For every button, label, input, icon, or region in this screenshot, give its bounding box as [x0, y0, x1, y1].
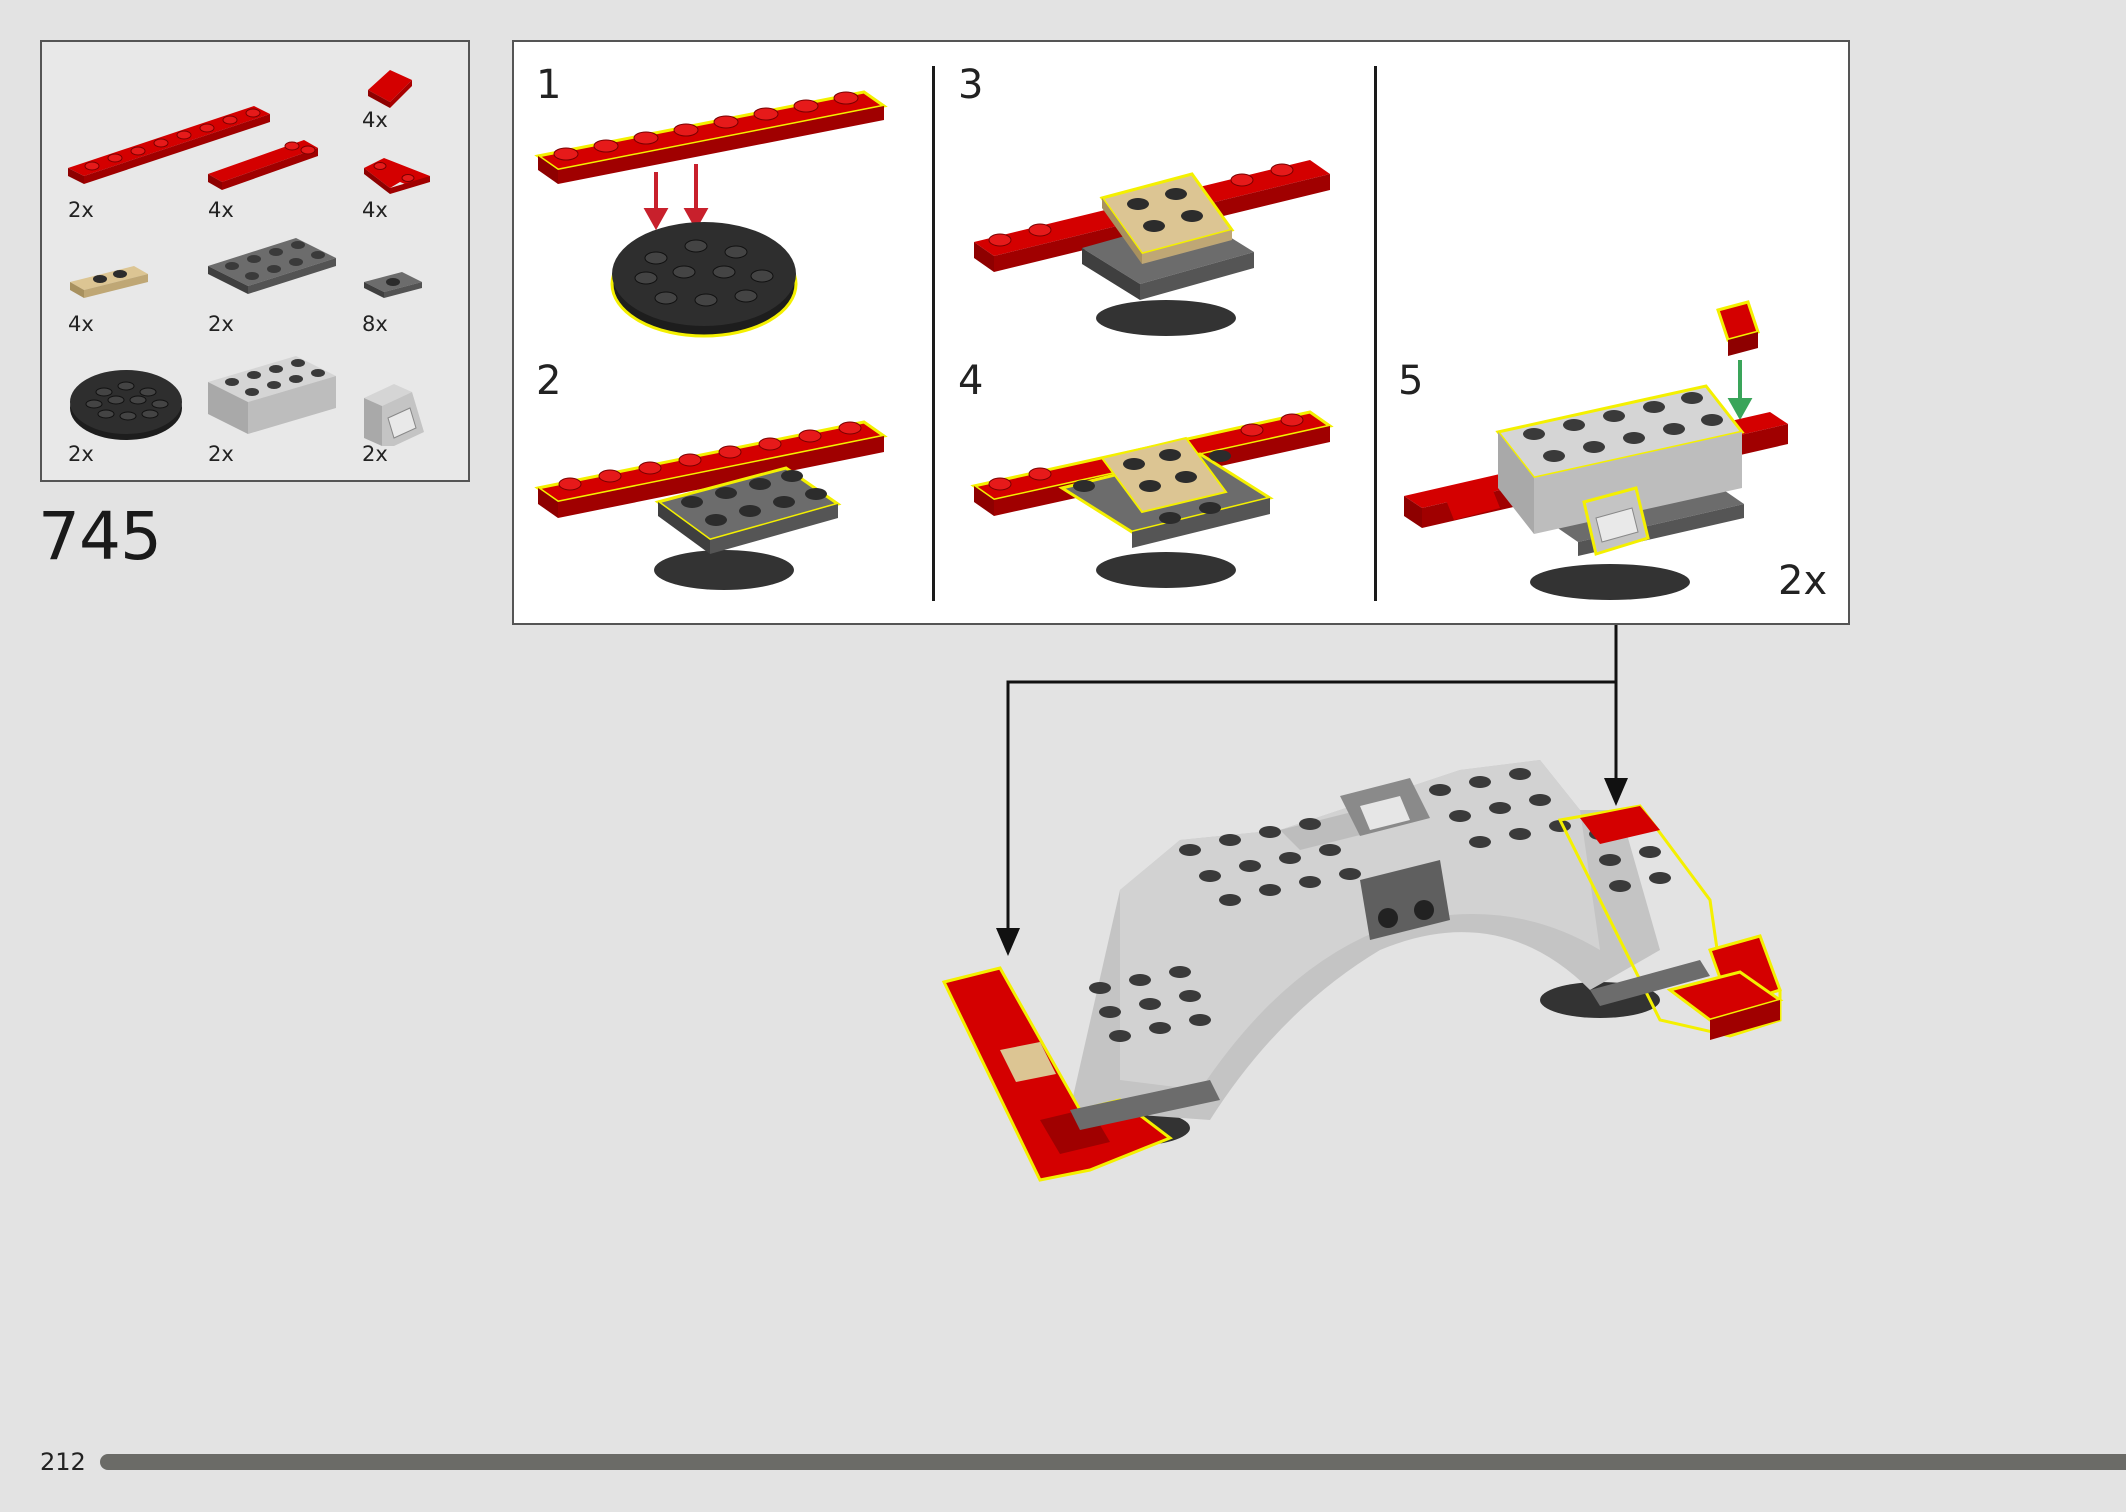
main-assembly-illustration — [941, 760, 1784, 1182]
substep-1-illustration — [534, 90, 888, 338]
step-number: 745 — [38, 498, 162, 575]
part-qty: 2x — [68, 442, 94, 466]
part-qty: 2x — [68, 198, 94, 222]
part-qty: 4x — [68, 312, 94, 336]
part-qty: 4x — [208, 198, 234, 222]
tan-jumper-plate-icon — [70, 266, 148, 298]
light-gray-brick-icon — [208, 356, 336, 434]
substep-5-illustration — [1404, 300, 1788, 600]
red-corner-plate-icon — [364, 158, 430, 194]
black-round-plate-icon — [70, 370, 182, 440]
substep-label: 5 — [1398, 358, 1424, 404]
substep-multiplier: 2x — [1778, 558, 1828, 604]
red-long-plate-icon — [68, 106, 270, 184]
dark-gray-plate-icon — [208, 238, 336, 294]
progress-bar — [100, 1454, 2126, 1470]
part-qty: 4x — [362, 108, 388, 132]
substep-divider — [1374, 66, 1377, 601]
page-number: 212 — [40, 1448, 86, 1476]
substep-divider — [932, 66, 935, 601]
substep-2-illustration — [534, 420, 888, 590]
red-slope-icon — [368, 70, 412, 108]
light-gray-windscreen-icon — [364, 384, 424, 446]
substep-label: 3 — [958, 62, 984, 108]
part-qty: 2x — [208, 312, 234, 336]
substep-4-illustration — [970, 410, 1334, 588]
substep-label: 1 — [536, 62, 562, 108]
dark-gray-jumper-icon — [364, 272, 422, 298]
part-qty: 2x — [208, 442, 234, 466]
part-qty: 4x — [362, 198, 388, 222]
red-plate-icon — [208, 140, 318, 190]
part-qty: 2x — [362, 442, 388, 466]
substeps-panel: 1 2 3 4 5 2x — [512, 40, 1850, 625]
part-qty: 8x — [362, 312, 388, 336]
substep-3-illustration — [974, 160, 1330, 336]
parts-list-panel: 4x 2x 4x 4x 4x — [40, 40, 470, 482]
substep-label: 2 — [536, 358, 562, 404]
substep-label: 4 — [958, 358, 984, 404]
